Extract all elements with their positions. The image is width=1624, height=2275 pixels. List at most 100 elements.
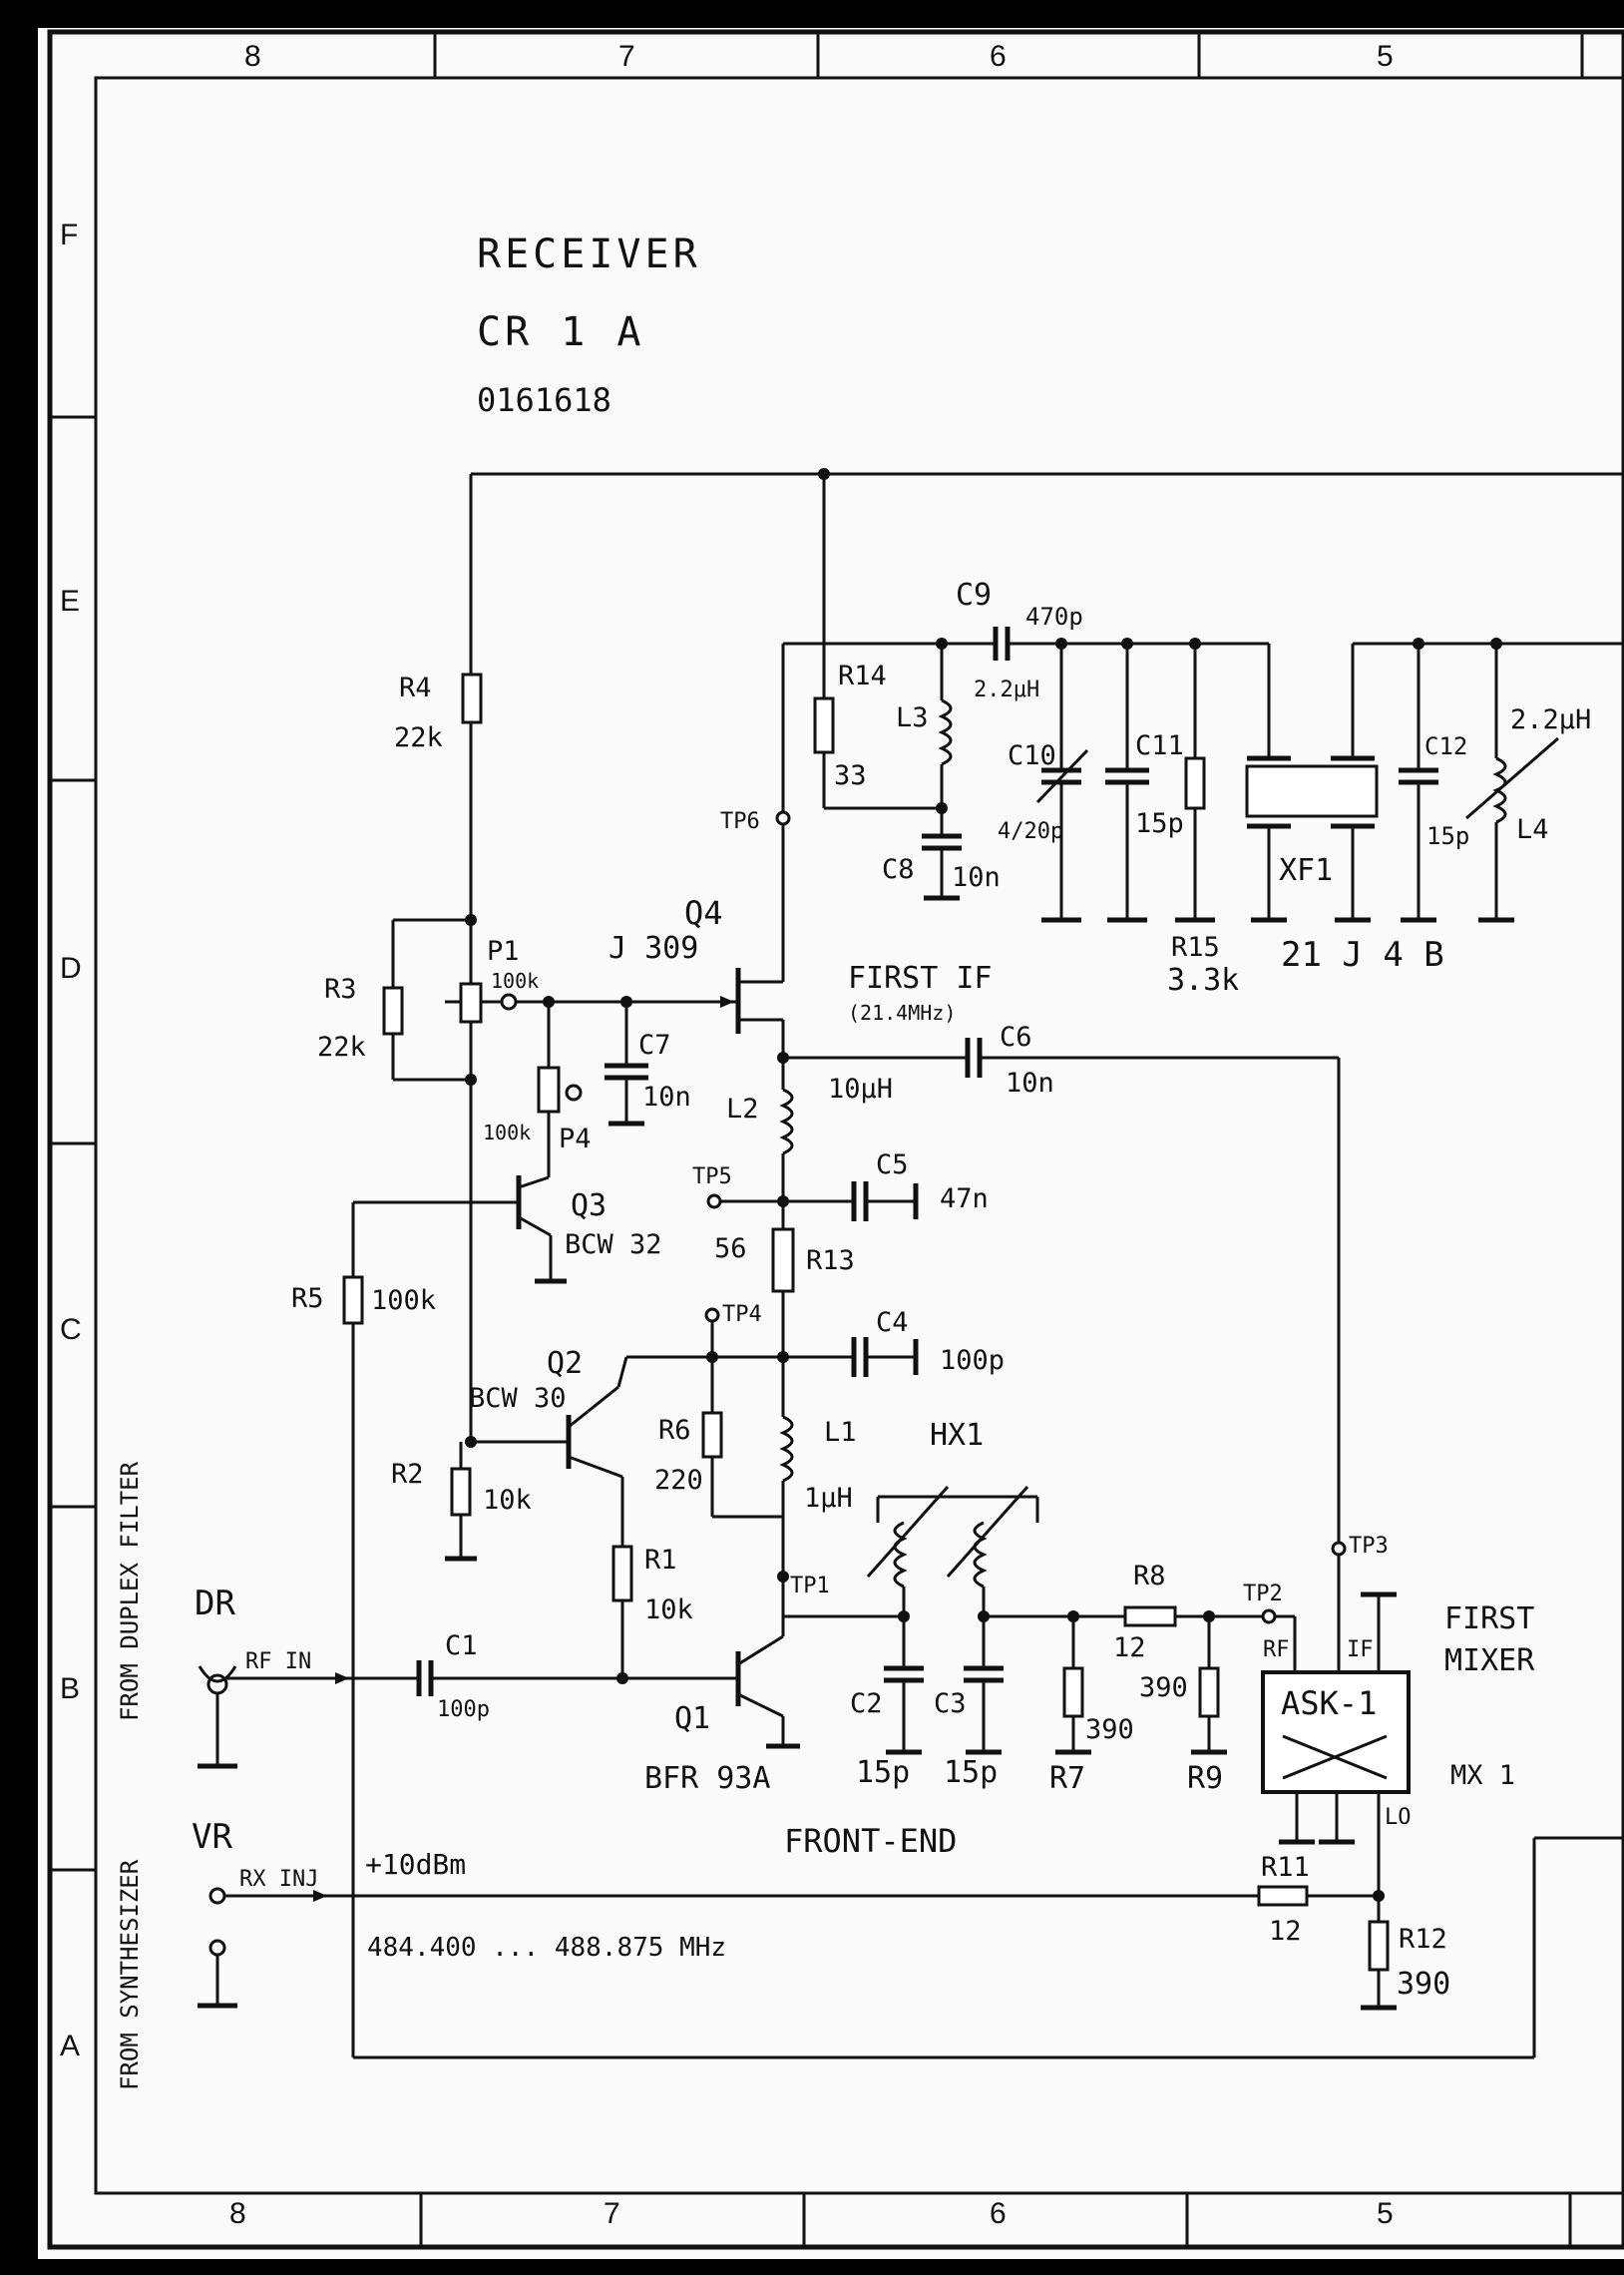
r3-ref: R3: [324, 974, 357, 1005]
q1-type: BFR 93A: [644, 1761, 770, 1796]
label-rx-inj: RX INJ: [239, 1867, 318, 1892]
c5-value: 47n: [940, 1183, 989, 1214]
xf1-type: 21 J 4 B: [1281, 935, 1444, 975]
c12-value: 15p: [1426, 822, 1469, 850]
crystal-filter-xf1: [1245, 764, 1379, 818]
label-from-duplex-filter: FROM DUPLEX FILTER: [116, 1461, 144, 1721]
label-dr: DR: [195, 1584, 235, 1623]
label-freq-range: 484.400 ... 488.875 MHz: [367, 1933, 726, 1963]
title-model: CR 1 A: [477, 309, 645, 355]
c9-value: 470p: [1025, 603, 1083, 631]
c7-ref: C7: [638, 1030, 671, 1061]
r6-value: 220: [654, 1465, 703, 1496]
r13-value: 56: [714, 1233, 747, 1264]
resistor-r11: [1257, 1885, 1309, 1907]
inductor-l2: [779, 1088, 794, 1155]
zone-top-6: 6: [990, 40, 1007, 73]
resistor-r15: [1184, 756, 1206, 810]
r11-ref: R11: [1261, 1852, 1310, 1883]
c1-value: 100p: [437, 1697, 490, 1722]
r5-value: 100k: [371, 1285, 436, 1316]
r2-ref: R2: [391, 1459, 424, 1490]
inductor-l3: [938, 698, 953, 766]
c2-ref: C2: [850, 1688, 883, 1719]
r2-value: 10k: [483, 1485, 532, 1516]
paper: [38, 28, 1624, 2259]
q3-type: BCW 32: [565, 1229, 662, 1260]
r5-ref: R5: [291, 1283, 324, 1314]
tp1: TP1: [790, 1574, 830, 1598]
c4-value: 100p: [940, 1345, 1005, 1376]
resistor-r4: [461, 673, 483, 724]
c9-ref: C9: [956, 578, 992, 613]
resistor-r9: [1198, 1666, 1220, 1718]
zone-top-5: 5: [1377, 40, 1394, 73]
zone-left-D: D: [60, 952, 82, 985]
zone-left-E: E: [60, 585, 80, 618]
p1-value: 100k: [491, 969, 539, 993]
r1-value: 10k: [644, 1594, 693, 1625]
p1-ref: P1: [487, 936, 520, 967]
hx1-ref: HX1: [930, 1418, 984, 1453]
pot-p1: [459, 982, 483, 1024]
label-first: FIRST: [1444, 1601, 1534, 1636]
hybrid-hx1-coil-b: [973, 1521, 988, 1589]
mixer-ref: MX 1: [1450, 1760, 1515, 1791]
zone-left-B: B: [60, 1672, 80, 1705]
l4-ref: L4: [1516, 814, 1549, 845]
r4-value: 22k: [394, 722, 443, 753]
tp6: TP6: [720, 809, 760, 834]
inductor-l1: [779, 1415, 794, 1483]
r13-ref: R13: [806, 1245, 855, 1276]
r15-ref: R15: [1171, 932, 1220, 963]
p4-ref: P4: [559, 1124, 592, 1154]
title-receiver: RECEIVER: [477, 231, 701, 277]
c7-value: 10n: [642, 1082, 691, 1113]
r9-value: 390: [1139, 1672, 1188, 1703]
resistor-r8: [1123, 1605, 1177, 1627]
c5-ref: C5: [876, 1149, 909, 1180]
inner-frame: [94, 76, 1624, 2195]
r8-ref: R8: [1133, 1561, 1166, 1592]
zone-bottom-8: 8: [229, 2197, 246, 2230]
r12-value: 390: [1397, 1967, 1450, 2002]
label-rf-in: RF IN: [245, 1649, 311, 1674]
r6-ref: R6: [658, 1415, 691, 1446]
r12-ref: R12: [1399, 1924, 1447, 1955]
title-number: 0161618: [477, 381, 611, 419]
c11-ref: C11: [1135, 730, 1184, 761]
c3-value: 15p: [944, 1755, 998, 1790]
c1-ref: C1: [445, 1630, 478, 1661]
q2-type: BCW 30: [469, 1383, 567, 1414]
resistor-r13: [771, 1227, 795, 1293]
l1-ref: L1: [824, 1417, 857, 1448]
c6-value: 10n: [1006, 1068, 1054, 1099]
label-from-synthesizer: FROM SYNTHESIZER: [116, 1859, 144, 2090]
tp3: TP3: [1349, 1534, 1389, 1559]
r11-value: 12: [1269, 1916, 1302, 1947]
resistor-r2: [450, 1467, 472, 1517]
hybrid-hx1-coil-a: [893, 1521, 908, 1589]
xf1-ref: XF1: [1279, 853, 1333, 888]
outer-frame: [47, 29, 1624, 2250]
label-vr: VR: [192, 1817, 232, 1857]
r7-value: 390: [1085, 1714, 1134, 1745]
q3-ref: Q3: [571, 1188, 607, 1223]
q4-type: J 309: [609, 931, 698, 966]
c10-ref: C10: [1008, 740, 1056, 771]
c11-value: 15p: [1135, 808, 1184, 839]
resistor-r6: [701, 1411, 723, 1459]
l2-ref: L2: [726, 1094, 759, 1125]
zone-top-8: 8: [244, 40, 261, 73]
zone-left-A: A: [60, 2030, 80, 2062]
resistor-r5: [342, 1275, 364, 1325]
label-level: +10dBm: [365, 1848, 466, 1881]
tp5: TP5: [692, 1164, 732, 1189]
mixer-ask1: [1261, 1670, 1411, 1794]
r15-value: 3.3k: [1167, 963, 1239, 998]
mixer-name: ASK-1: [1281, 1684, 1377, 1722]
c8-value: 10n: [952, 862, 1001, 893]
q4-ref: Q4: [684, 894, 723, 932]
